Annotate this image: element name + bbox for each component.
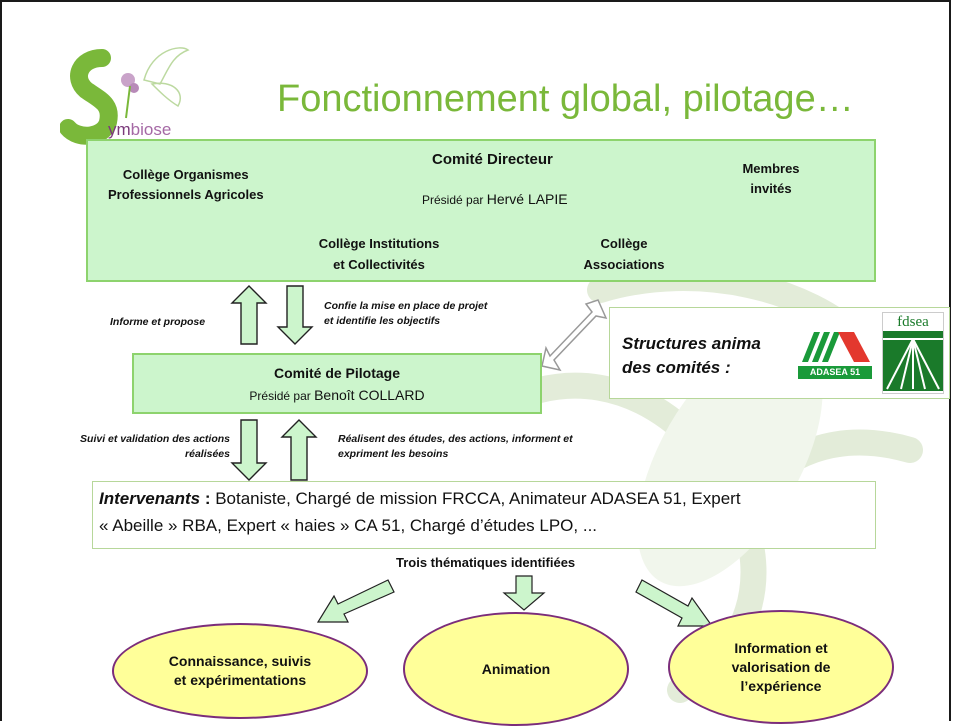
- intervenants-text-line1: Botaniste, Chargé de mission FRCCA, Anim…: [215, 489, 741, 508]
- theme-connaissance-text: Connaissance, suivis et expérimentations: [169, 652, 311, 690]
- comite-directeur-president: Présidé par Hervé LAPIE: [422, 191, 568, 207]
- president-prefix: Présidé par: [422, 193, 487, 207]
- intervenants-label: Intervenants: [99, 489, 201, 508]
- arrow-theme-left: [316, 579, 395, 623]
- college-assoc-line2: Associations: [583, 257, 665, 272]
- label-suivi: Suivi et validation des actions réalisée…: [30, 432, 230, 462]
- logo-text-prefix: ym: [108, 120, 131, 139]
- fdsea-field-graphic: [883, 331, 943, 391]
- comite-pilotage-president: Présidé par Benoît COLLARD: [134, 387, 540, 403]
- arrow-theme-right: [635, 579, 714, 627]
- arrow-theme-center: [502, 575, 546, 611]
- arrow-down-confie: [276, 285, 314, 345]
- arrow-down-suivi: [230, 419, 268, 481]
- logo-graphic: [59, 47, 190, 145]
- adasea-logo-mark: [802, 332, 870, 362]
- label-realisent-line2: expriment les besoins: [338, 448, 449, 460]
- intervenants-box: Intervenants : Botaniste, Chargé de miss…: [92, 481, 876, 549]
- theme-1-line2: et expérimentations: [173, 672, 307, 688]
- college-opa: Collège Organismes Professionnels Agrico…: [108, 165, 264, 205]
- comite-directeur-title: Comité Directeur: [432, 151, 553, 168]
- structures-line1: Structures anima: [622, 334, 761, 353]
- college-opa-line1: Collège Organismes: [122, 167, 249, 182]
- college-assoc-line1: Collège: [600, 236, 648, 251]
- logo-text: ymbiose: [108, 120, 171, 140]
- college-opa-line2: Professionnels Agricoles: [108, 187, 264, 202]
- theme-3-line2: valorisation de: [731, 658, 831, 675]
- adasea-label: ADASEA 51: [798, 366, 872, 379]
- membres-line2: invités: [750, 181, 792, 196]
- intervenants-text-line2: « Abeille » RBA, Expert « haies » CA 51,…: [99, 516, 598, 535]
- label-confie-line1: Confie la mise en place de projet: [324, 300, 488, 312]
- symbiose-logo: ymbiose: [59, 40, 230, 145]
- college-inst-line1: Collège Institutions: [318, 236, 440, 251]
- comite-pilotage-title: Comité de Pilotage: [273, 365, 401, 381]
- theme-1-line1: Connaissance, suivis: [168, 653, 312, 669]
- arrow-diagonal-structures: [541, 299, 608, 372]
- theme-information-text: Information et valorisation de l’expérie…: [732, 639, 831, 696]
- intervenants-line1: Intervenants : Botaniste, Chargé de miss…: [99, 485, 869, 512]
- theme-connaissance: Connaissance, suivis et expérimentations: [112, 623, 368, 719]
- theme-2-line1: Animation: [481, 660, 551, 677]
- comite-directeur-box: Collège Organismes Professionnels Agrico…: [86, 139, 876, 282]
- college-associations: Collège Associations: [554, 233, 694, 275]
- logo-text-suffix: biose: [130, 120, 172, 139]
- arrow-up-realisent: [280, 419, 318, 481]
- structures-line2: des comités :: [622, 358, 731, 377]
- fdsea-label: fdsea: [897, 314, 929, 330]
- themes-heading: Trois thématiques identifiées: [396, 555, 576, 570]
- structures-box: Structures anima des comités : ADASEA 51…: [609, 307, 950, 399]
- label-informe: Informe et propose: [110, 316, 206, 328]
- page-title: Fonctionnement global, pilotage…: [277, 78, 854, 120]
- theme-information: Information et valorisation de l’expérie…: [668, 610, 894, 724]
- label-suivi-line2: réalisées: [185, 448, 230, 460]
- arrow-up-informe: [230, 285, 268, 345]
- membres-invites: Membres invités: [728, 159, 814, 199]
- comite-pilotage-box: Comité de Pilotage Présidé par Benoît CO…: [132, 353, 542, 414]
- adasea-logo: ADASEA 51: [798, 326, 872, 382]
- label-confie-line2: et identifie les objectifs: [324, 315, 441, 327]
- pilotage-president-name: Benoît COLLARD: [314, 387, 425, 403]
- theme-animation: Animation: [403, 612, 629, 726]
- structures-text: Structures anima des comités :: [622, 332, 761, 380]
- label-confie: Confie la mise en place de projet et ide…: [324, 299, 487, 329]
- label-realisent: Réalisent des études, des actions, infor…: [338, 432, 573, 462]
- college-inst-line2: et Collectivités: [333, 257, 425, 272]
- theme-3-line3: l’expérience: [740, 677, 822, 694]
- label-realisent-line1: Réalisent des études, des actions, infor…: [338, 433, 573, 445]
- intervenants-colon: :: [200, 489, 216, 508]
- fdsea-logo: fdsea: [882, 312, 944, 394]
- president-name: Hervé LAPIE: [486, 191, 568, 207]
- theme-3-line1: Information et: [734, 639, 828, 656]
- membres-line1: Membres: [742, 161, 800, 176]
- label-suivi-line1: Suivi et validation des actions: [80, 433, 230, 445]
- pilotage-president-prefix: Présidé par: [249, 389, 315, 403]
- college-institutions: Collège Institutions et Collectivités: [284, 233, 474, 275]
